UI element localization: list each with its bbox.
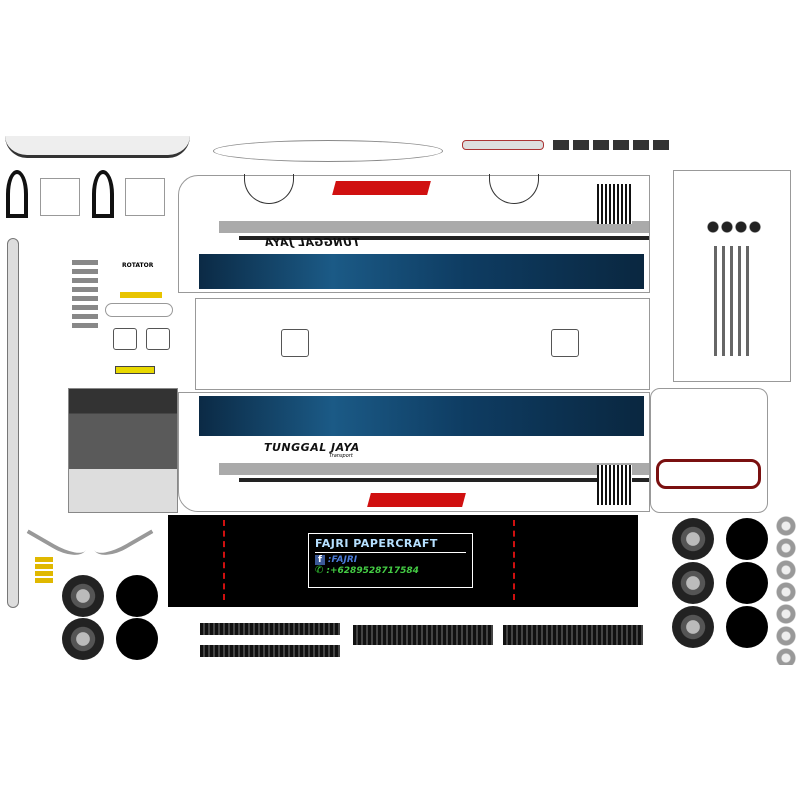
- wheel: [62, 575, 104, 617]
- plate-part: [115, 366, 155, 374]
- brand-logo: [367, 493, 466, 507]
- bus-side-lower: TUNGGAL JAYA Transport: [178, 392, 650, 512]
- brand-name: TUNGGAL JAYA: [264, 441, 360, 454]
- brand-name: TUNGGAL JAYA: [264, 236, 360, 249]
- wheel-back: [726, 518, 768, 560]
- window-part: [146, 328, 170, 350]
- whatsapp-icon: ✆: [315, 565, 324, 576]
- wheel: [672, 606, 714, 648]
- roof-light-part: [462, 140, 544, 150]
- bus-front: [68, 388, 178, 513]
- bus-side-upper: TUNGGAL JAYA: [178, 174, 650, 293]
- credit-whatsapp: :+6289528717584: [326, 565, 419, 576]
- brand-sub: Transport: [329, 453, 353, 459]
- pole-part: [7, 238, 19, 608]
- mirror-part: [92, 170, 114, 218]
- tire-tread: [200, 645, 340, 657]
- window-part: [113, 328, 137, 350]
- mirror-strip-part: [5, 136, 190, 158]
- hubcaps: [775, 515, 797, 665]
- light-strip-part: [553, 140, 673, 150]
- plate-parts: [35, 555, 53, 583]
- bus-windows: [199, 254, 644, 289]
- roof-trim-part: [213, 140, 443, 162]
- tire-tread: [353, 625, 493, 645]
- tire-tread: [200, 623, 340, 635]
- wheel-arch: [489, 174, 539, 204]
- wheel-back: [726, 606, 768, 648]
- vent-grille: [597, 184, 632, 224]
- mirror-part: [40, 178, 80, 216]
- bolt-parts: [72, 258, 98, 328]
- mudguard-part: [86, 507, 154, 563]
- rotator-label: ROTATOR: [122, 262, 154, 269]
- credit-facebook: :FAJRI: [327, 555, 358, 565]
- bus-windows: [199, 396, 644, 436]
- plate-part: [105, 303, 173, 317]
- wheel: [62, 618, 104, 660]
- credit-box: FAJRI PAPERCRAFT f:FAJRI ✆:+628952871758…: [308, 533, 473, 588]
- bus-floor: FAJRI PAPERCRAFT f:FAJRI ✆:+628952871758…: [168, 515, 638, 607]
- wheel-arch: [244, 174, 294, 204]
- mirror-part: [125, 178, 165, 216]
- tire-tread: [503, 625, 643, 645]
- wheel-back: [116, 618, 158, 660]
- bus-back: [650, 388, 768, 513]
- mirror-part: [6, 170, 28, 218]
- vent-grille: [597, 465, 632, 505]
- credit-title: FAJRI PAPERCRAFT: [315, 537, 466, 553]
- rotator-lights: [120, 292, 162, 298]
- wheel: [672, 562, 714, 604]
- wheel-back: [726, 562, 768, 604]
- brand-logo: [332, 181, 431, 195]
- facebook-icon: f: [315, 555, 325, 565]
- bus-rear-unfolded: [673, 170, 791, 382]
- bus-roof: [195, 298, 650, 390]
- wheel: [672, 518, 714, 560]
- wheel-back: [116, 575, 158, 617]
